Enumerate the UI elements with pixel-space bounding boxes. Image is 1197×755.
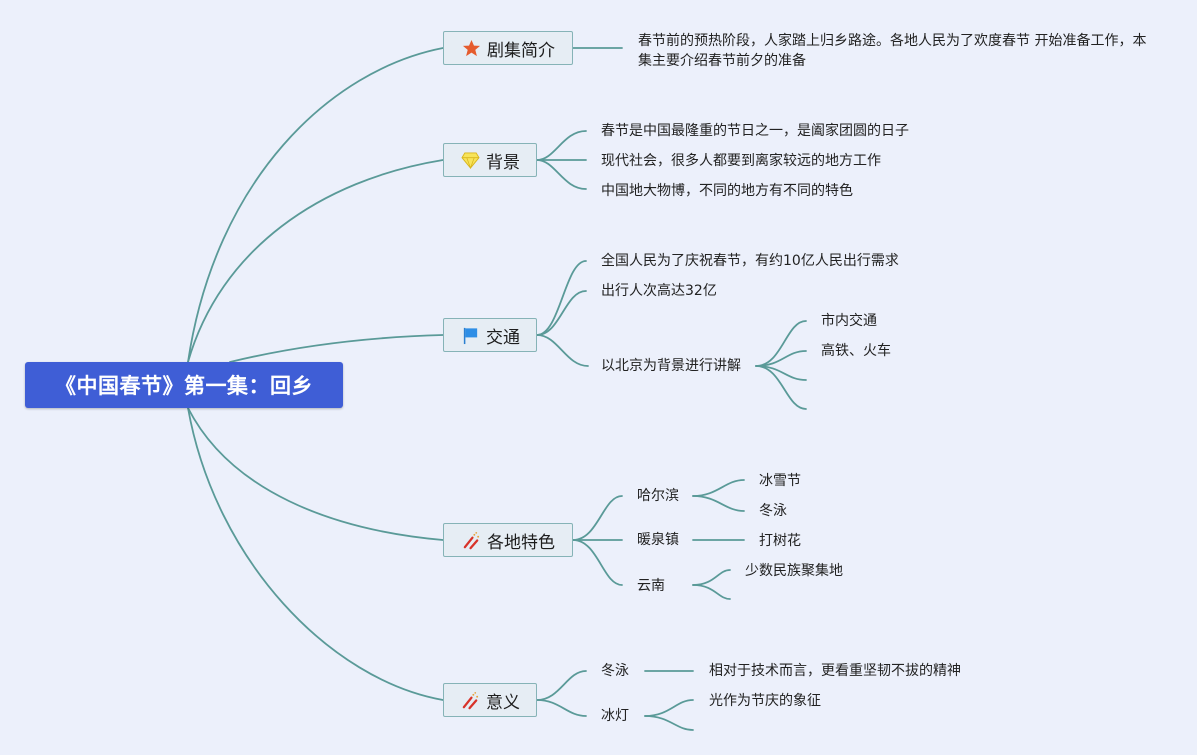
region-sub-item[interactable]: 冰雪节 [759, 473, 801, 489]
topic-meaning[interactable]: 意义 [443, 683, 537, 717]
firecracker-icon [461, 530, 481, 550]
beijing-sub-item[interactable]: 高铁、火车 [821, 343, 891, 359]
star-icon [461, 38, 481, 58]
meaning-item[interactable]: 冬泳 [601, 663, 629, 679]
region-sub-item[interactable]: 冬泳 [759, 503, 787, 519]
transport-item[interactable]: 以北京为背景进行讲解 [601, 358, 741, 374]
gem-icon [460, 150, 480, 170]
topic-background-label: 背景 [486, 152, 520, 173]
transport-item[interactable]: 全国人民为了庆祝春节，有约10亿人民出行需求 [601, 253, 899, 269]
transport-item[interactable]: 出行人次高达32亿 [601, 283, 717, 299]
meaning-item[interactable]: 冰灯 [601, 708, 629, 724]
topic-regions-label: 各地特色 [487, 532, 555, 553]
flag-icon [460, 325, 480, 345]
topic-transport-label: 交通 [486, 327, 520, 348]
region-name[interactable]: 云南 [637, 578, 665, 594]
background-item[interactable]: 现代社会，很多人都要到离家较远的地方工作 [601, 153, 881, 169]
root-title: 《中国春节》第一集：回乡 [55, 374, 313, 398]
topic-intro-label: 剧集简介 [487, 40, 555, 61]
topic-regions[interactable]: 各地特色 [443, 523, 573, 557]
topic-background[interactable]: 背景 [443, 143, 537, 177]
root-topic[interactable]: 《中国春节》第一集：回乡 [25, 362, 343, 408]
region-sub-item[interactable]: 少数民族聚集地 [745, 563, 843, 579]
topic-meaning-label: 意义 [486, 692, 520, 713]
beijing-sub-item[interactable]: 市内交通 [821, 313, 877, 329]
intro-description: 春节前的预热阶段，人家踏上归乡路途。各地人民为了欢度春节 开始准备工作，本集主要… [638, 33, 1147, 69]
topic-intro[interactable]: 剧集简介 [443, 31, 573, 65]
region-sub-item[interactable]: 打树花 [759, 533, 801, 549]
background-item[interactable]: 中国地大物博，不同的地方有不同的特色 [601, 183, 853, 199]
region-name[interactable]: 暖泉镇 [637, 532, 679, 548]
firecracker-icon [460, 690, 480, 710]
meaning-desc[interactable]: 相对于技术而言，更看重坚韧不拔的精神 [709, 663, 961, 679]
topic-transport[interactable]: 交通 [443, 318, 537, 352]
region-name[interactable]: 哈尔滨 [637, 488, 679, 504]
meaning-desc[interactable]: 光作为节庆的象征 [709, 693, 821, 709]
background-item[interactable]: 春节是中国最隆重的节日之一，是阖家团圆的日子 [601, 123, 909, 139]
